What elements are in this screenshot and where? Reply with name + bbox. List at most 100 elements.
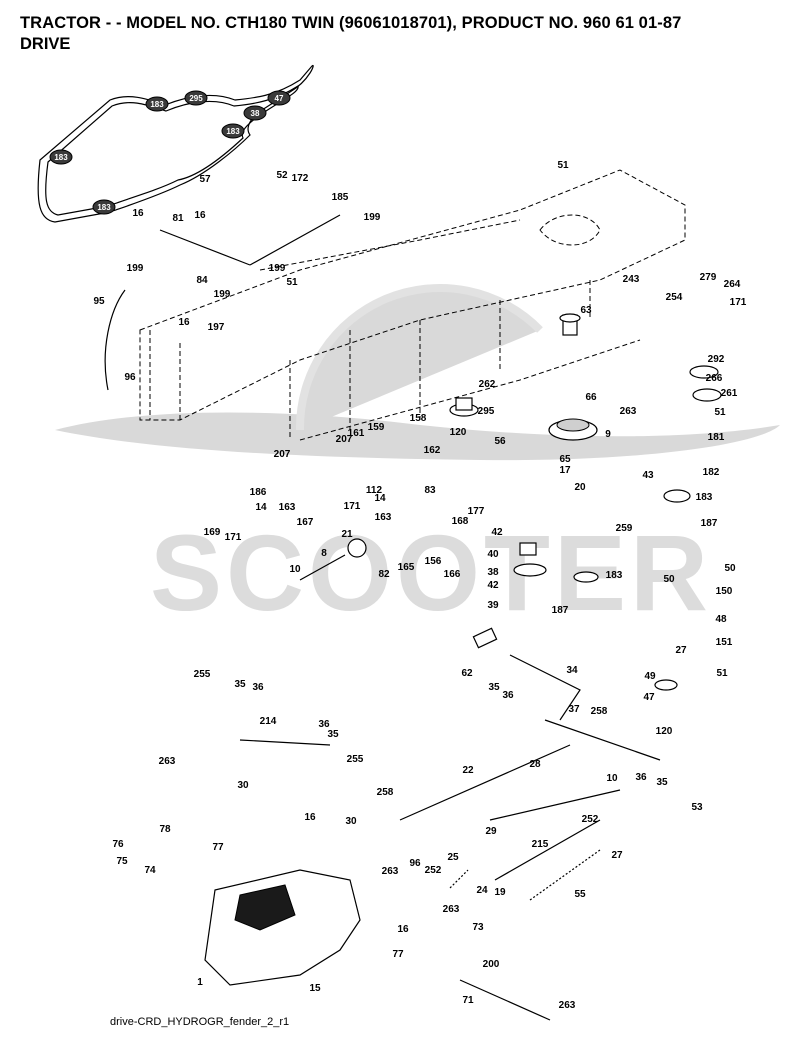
part-label-p8: 8	[321, 548, 327, 559]
part-label-p171c: 171	[225, 532, 242, 543]
part-label-p82: 82	[378, 569, 390, 580]
part-label-p161: 161	[348, 428, 365, 439]
part-label-p95: 95	[93, 296, 105, 307]
part-label-p65: 65	[559, 454, 571, 465]
part-label-p243: 243	[623, 274, 640, 285]
belt-pulley-belt-183a	[49, 149, 73, 165]
part-label-p74: 74	[144, 865, 156, 876]
part-label-p199c: 199	[214, 289, 231, 300]
part-label-p21: 21	[341, 529, 353, 540]
part-label-p35b: 35	[234, 679, 246, 690]
part-label-p76: 76	[112, 839, 124, 850]
part-label-p169: 169	[204, 527, 221, 538]
part-label-p183a: 183	[696, 492, 713, 503]
part-label-p16a: 16	[132, 208, 144, 219]
part-label-p75: 75	[116, 856, 128, 867]
part-label-p36c: 36	[318, 719, 330, 730]
part-label-p163a: 163	[279, 502, 296, 513]
part-label-p62: 62	[461, 668, 473, 679]
part-label-p262: 262	[479, 379, 496, 390]
part-label-p35c: 35	[327, 729, 339, 740]
part-label-p56: 56	[494, 436, 506, 447]
part-label-p66: 66	[585, 392, 597, 403]
part-label-p120b: 120	[656, 726, 673, 737]
part-label-p16b: 16	[194, 210, 206, 221]
part-label-p172: 172	[292, 173, 309, 184]
part-label-p10b: 10	[606, 773, 618, 784]
part-label-p258b: 258	[377, 787, 394, 798]
part-label-p185: 185	[332, 192, 349, 203]
part-label-p51a: 51	[557, 160, 569, 171]
part-label-p171a: 171	[730, 297, 747, 308]
part-label-p199a: 199	[364, 212, 381, 223]
part-label-p15: 15	[309, 983, 321, 994]
part-label-p55: 55	[574, 889, 586, 900]
part-label-p177: 177	[468, 506, 485, 517]
drive-components	[204, 313, 722, 986]
part-label-p49: 49	[644, 671, 656, 682]
page-title: TRACTOR - - MODEL NO. CTH180 TWIN (96061…	[20, 14, 682, 32]
belt-pulley-label: 183	[226, 127, 240, 136]
part-label-p14a: 14	[374, 493, 386, 504]
part-label-p25: 25	[447, 852, 459, 863]
part-label-p183b: 183	[606, 570, 623, 581]
part-label-p30b: 30	[345, 816, 357, 827]
part-label-p266: 266	[706, 373, 723, 384]
part-label-p27b: 27	[611, 850, 623, 861]
part-label-p20: 20	[574, 482, 586, 493]
part-label-p207b: 207	[274, 449, 291, 460]
part-label-p81: 81	[172, 213, 184, 224]
belt-pulley-label: 183	[54, 153, 68, 162]
part-label-p16d: 16	[304, 812, 316, 823]
part-label-p96b: 96	[409, 858, 421, 869]
part-label-p215: 215	[532, 839, 549, 850]
part-label-p47: 47	[643, 692, 655, 703]
part-label-p1: 1	[197, 977, 203, 988]
part-label-p171b: 171	[344, 501, 361, 512]
part-label-p181: 181	[708, 432, 725, 443]
part-label-p16e: 16	[397, 924, 409, 935]
part-label-p295: 295	[478, 406, 495, 417]
part-label-p14b: 14	[255, 502, 267, 513]
part-label-p37: 37	[568, 704, 580, 715]
part-label-p279: 279	[700, 272, 717, 283]
part-label-p9: 9	[605, 429, 611, 440]
part-label-p112: 112	[366, 485, 383, 496]
part-label-p16c: 16	[178, 317, 190, 328]
part-label-p263a: 263	[620, 406, 637, 417]
part-label-p22: 22	[462, 765, 474, 776]
part-label-p252b: 252	[425, 865, 442, 876]
part-label-p255a: 255	[194, 669, 211, 680]
part-label-p52: 52	[276, 170, 288, 181]
part-label-p71: 71	[462, 995, 474, 1006]
belt-pulley-belt-47	[267, 90, 291, 106]
part-label-p17: 17	[559, 465, 571, 476]
part-label-p259: 259	[616, 523, 633, 534]
part-label-p255b: 255	[347, 754, 364, 765]
part-label-p29: 29	[485, 826, 497, 837]
belt-pulley-belt-295	[184, 90, 208, 106]
part-label-p264: 264	[724, 279, 741, 290]
watermark-text: SCOOTER	[150, 512, 712, 633]
part-label-p78: 78	[159, 824, 171, 835]
drive-belt	[37, 64, 314, 223]
part-label-p36b: 36	[252, 682, 264, 693]
part-label-p197: 197	[208, 322, 225, 333]
part-label-p36d: 36	[635, 772, 647, 783]
part-label-p199b: 199	[127, 263, 144, 274]
part-label-p214: 214	[260, 716, 277, 727]
belt-pulley-belt-183c	[145, 96, 169, 112]
part-label-p35d: 35	[656, 777, 668, 788]
part-label-p182: 182	[703, 467, 720, 478]
part-label-p165: 165	[398, 562, 415, 573]
part-label-p292: 292	[708, 354, 725, 365]
part-label-p39: 39	[487, 600, 499, 611]
part-label-p163b: 163	[375, 512, 392, 523]
part-label-p34: 34	[566, 665, 578, 676]
part-label-p84: 84	[196, 275, 208, 286]
part-label-p252a: 252	[582, 814, 599, 825]
part-label-p186: 186	[250, 487, 267, 498]
part-label-p51b: 51	[286, 277, 298, 288]
part-label-p51d: 51	[716, 668, 728, 679]
